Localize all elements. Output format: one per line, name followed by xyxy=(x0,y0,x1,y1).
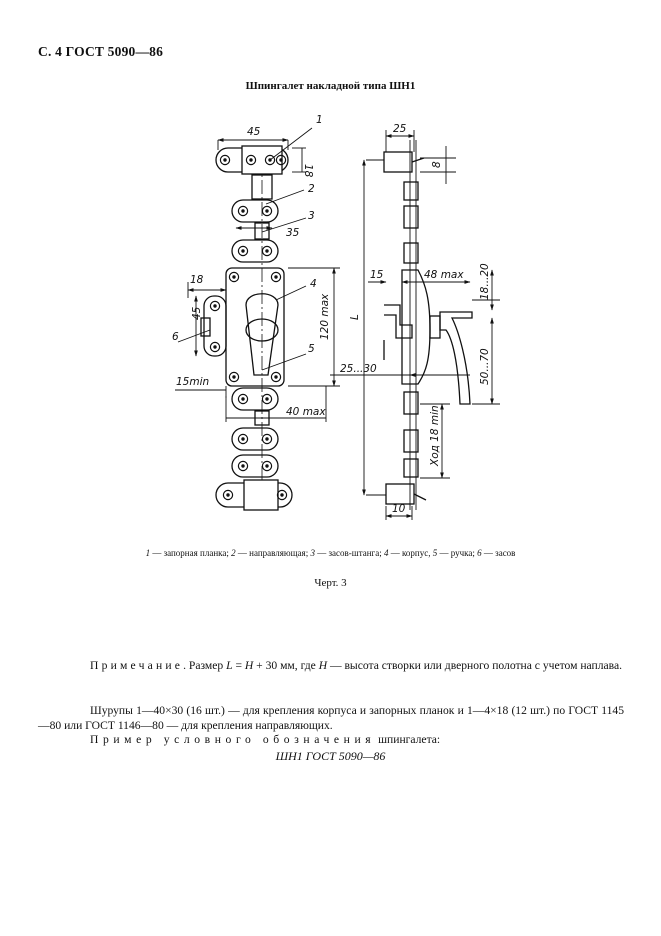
legend-text-5: ручка xyxy=(450,548,473,558)
dim-18-left: 18 xyxy=(190,274,204,286)
example-label: Пример условного обозначения xyxy=(90,733,376,746)
callout-6: 6 xyxy=(172,331,179,343)
legend-num-5: 5 xyxy=(432,548,438,558)
drawing-title: Шпингалет накладной типа ШН1 xyxy=(245,80,416,92)
dim-8: 8 xyxy=(431,161,443,168)
dim-stroke-18min: Ход 18 min xyxy=(429,405,441,467)
designation-example: ШН1 ГОСТ 5090—86 xyxy=(275,749,386,763)
note-var-L: L xyxy=(226,659,233,672)
page-header: С. 4 ГОСТ 5090—86 xyxy=(38,44,164,59)
dim-35: 35 xyxy=(286,227,300,239)
dim-48max: 48 max xyxy=(424,269,464,281)
callout-3: 3 xyxy=(308,210,315,222)
dim-25: 25 xyxy=(393,123,407,135)
note-var-H: H xyxy=(244,659,254,672)
callout-1: 1 xyxy=(316,114,323,126)
legend-num-3: 3 xyxy=(310,548,315,558)
technical-drawing: 45 1 18 2 3 35 18 4 45 6 120 max 5 15min… xyxy=(172,114,500,520)
dim-18-20: 18...20 xyxy=(479,263,491,300)
callout-2: 2 xyxy=(308,183,315,195)
dim-L: L xyxy=(349,314,361,320)
legend-num-1: 1 xyxy=(145,548,151,558)
dim-45-side: 45 xyxy=(191,306,203,320)
note-text-3: — высота створки или дверного полотна с … xyxy=(327,659,623,672)
dim-50-70: 50...70 xyxy=(479,348,491,385)
note-var-H2: H xyxy=(318,659,328,672)
legend-text-3: засов-штанга xyxy=(328,548,380,558)
legend-num-4: 4 xyxy=(384,548,389,558)
screws-paragraph: Шурупы 1—40×30 (16 шт.) — для крепления … xyxy=(38,704,624,732)
note-text-1: . Размер xyxy=(183,659,227,672)
note-paragraph: Примечание. Размер L = H + 30 мм, где H … xyxy=(38,658,624,673)
example-suffix: шпингалета: xyxy=(375,733,441,746)
example-heading: Пример условного обозначения шпингалета: xyxy=(90,733,440,746)
note-text-2: + 30 мм, где xyxy=(253,659,319,672)
legend-text-6: засов xyxy=(495,548,516,558)
legend-text-4: корпус xyxy=(402,548,429,558)
dim-40max: 40 max xyxy=(286,406,326,418)
callout-5: 5 xyxy=(308,343,315,355)
dim-15: 15 xyxy=(370,269,384,281)
dim-45-top: 45 xyxy=(247,126,261,138)
dim-10: 10 xyxy=(392,503,406,515)
note-eq: = xyxy=(232,659,245,672)
legend-text-1: запорная планка xyxy=(163,548,227,558)
dim-25-30: 25...30 xyxy=(340,363,377,375)
callout-4: 4 xyxy=(310,278,317,290)
note-label: Примечание xyxy=(90,659,184,672)
dim-18-top: 18 xyxy=(302,164,314,178)
dim-15min: 15min xyxy=(176,376,209,388)
figure-caption: Черт. 3 xyxy=(314,577,347,589)
legend-num-6: 6 xyxy=(477,548,482,558)
legend-text-2: направляющая xyxy=(249,548,306,558)
dim-120max: 120 max xyxy=(319,293,331,340)
legend-num-2: 2 xyxy=(231,548,236,558)
figure-legend: 1 — запорная планка; 2 — направляющая; 3… xyxy=(145,548,516,558)
